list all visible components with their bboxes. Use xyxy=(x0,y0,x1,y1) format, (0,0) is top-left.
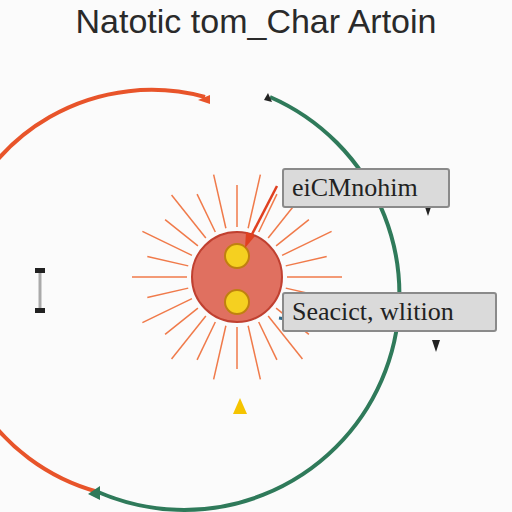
ray xyxy=(214,175,226,229)
ray xyxy=(165,220,198,246)
arrow-head xyxy=(245,232,255,248)
ray xyxy=(248,326,260,380)
particle xyxy=(225,244,249,268)
ray xyxy=(236,327,238,369)
arrow-head xyxy=(198,95,210,104)
orbit-tick xyxy=(35,268,45,273)
ray xyxy=(172,316,206,359)
ray xyxy=(147,288,188,297)
title: Natotic tom_Char Artoin xyxy=(0,2,512,41)
leader-arrow xyxy=(248,186,277,242)
orbit-arc xyxy=(0,90,205,492)
callout-box: eiCMnohim xyxy=(282,168,450,208)
ray xyxy=(142,299,192,323)
ray xyxy=(287,276,342,278)
arrow-head xyxy=(264,93,272,102)
ray xyxy=(286,257,327,266)
ray xyxy=(165,308,198,334)
orbit-tick xyxy=(35,308,45,313)
ray xyxy=(276,220,309,246)
callout-text: Seacict, wlition xyxy=(292,297,454,326)
callout-box: Seacict, wlition xyxy=(282,292,497,332)
arrow-head xyxy=(432,340,440,352)
ray xyxy=(282,231,332,255)
ray xyxy=(259,322,277,360)
ray xyxy=(236,185,238,227)
orbit-segment xyxy=(39,273,42,308)
ray xyxy=(259,194,277,232)
arrow-head xyxy=(88,486,100,500)
ray xyxy=(132,276,187,278)
nucleus xyxy=(192,232,282,322)
ray xyxy=(214,326,226,380)
callout-text: eiCMnohim xyxy=(292,173,418,202)
ray xyxy=(197,322,215,360)
ray xyxy=(147,257,188,266)
ray xyxy=(197,194,215,232)
marker-triangle xyxy=(233,398,247,414)
particle xyxy=(225,290,249,314)
